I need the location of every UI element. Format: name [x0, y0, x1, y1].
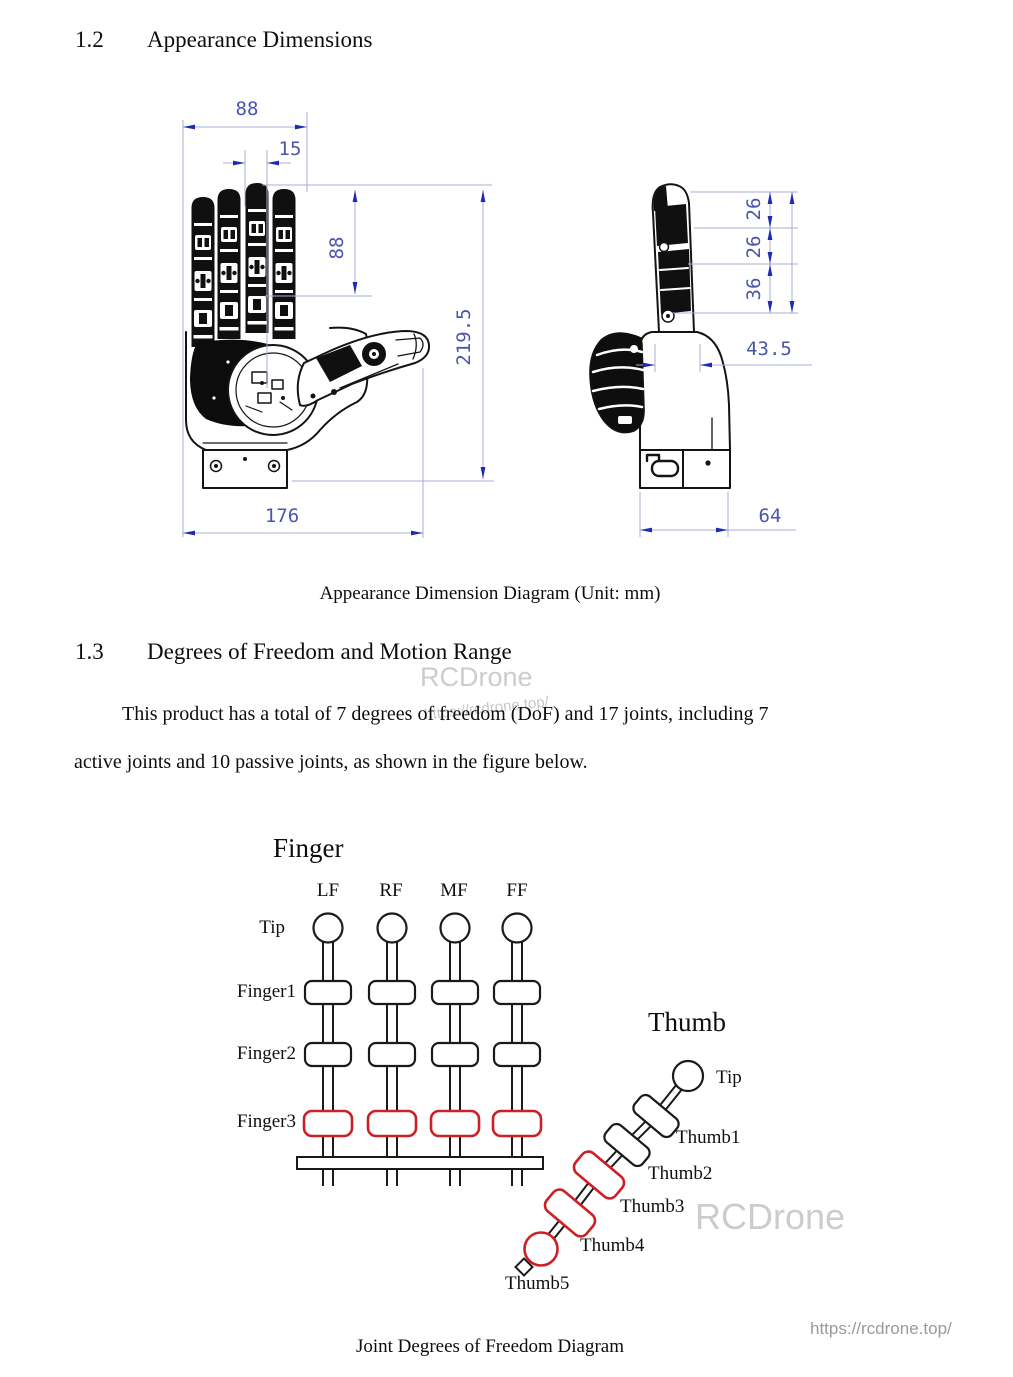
row-label-tip: Tip — [259, 917, 285, 938]
watermark-brand-bottom: RCDrone — [695, 1196, 846, 1237]
dimension-diagram-caption: Appearance Dimension Diagram (Unit: mm) — [319, 583, 661, 604]
finger-diagram-title: Finger — [273, 833, 344, 863]
section-1-3-heading: 1.3 Degrees of Freedom and Motion Range — [75, 639, 512, 665]
dim-base-depth: 64 — [758, 505, 782, 527]
thumb-label-4: Thumb4 — [580, 1235, 645, 1256]
front-view-hand — [185, 183, 431, 489]
thumb-diagram-title: Thumb — [648, 1007, 726, 1037]
joint-diagram-caption: Joint Degrees of Freedom Diagram — [355, 1336, 625, 1357]
appearance-dimension-drawing — [182, 112, 812, 538]
thumb-label-tip: Tip — [716, 1067, 742, 1088]
finger-columns — [296, 912, 544, 1188]
palm-base-bar — [296, 1156, 544, 1170]
dim-total-width: 176 — [264, 505, 300, 527]
column-label-mf: MF — [440, 880, 468, 901]
thumb-label-1: Thumb1 — [676, 1127, 741, 1148]
section-title: Appearance Dimensions — [147, 27, 373, 52]
side-view-hand — [589, 183, 731, 489]
footer-url: https://rcdrone.top/ — [810, 1319, 952, 1338]
watermark-brand: RCDrone — [420, 662, 533, 692]
row-label-finger2: Finger2 — [236, 1043, 296, 1064]
usb-port-icon — [645, 453, 680, 478]
row-label-finger1: Finger1 — [236, 981, 296, 1002]
column-label-rf: RF — [379, 880, 403, 901]
dim-finger-length: 88 — [326, 236, 348, 260]
row-label-finger3: Finger3 — [236, 1111, 296, 1132]
dim-total-height: 219.5 — [453, 308, 475, 366]
column-label-ff: FF — [506, 880, 528, 901]
section-title: Degrees of Freedom and Motion Range — [147, 639, 512, 664]
dim-thumb-reach: 43.5 — [746, 338, 792, 360]
thumb-label-2: Thumb2 — [648, 1163, 713, 1184]
front-view-dimensions — [182, 112, 494, 538]
dim-tip-segment: 26 — [743, 197, 765, 221]
thumb-label-3: Thumb3 — [620, 1196, 685, 1217]
thumb5-joint — [523, 1231, 559, 1267]
section-1-2-heading: 1.2 Appearance Dimensions — [75, 27, 372, 53]
thumb-tip-joint — [671, 1059, 705, 1093]
joint-dof-diagram — [296, 912, 705, 1277]
dim-fingers-width: 88 — [235, 98, 259, 120]
column-label-lf: LF — [316, 880, 340, 901]
thumb-chain — [514, 1059, 705, 1277]
paragraph-line-1: This product has a total of 7 degrees of… — [122, 703, 769, 725]
dim-finger-width: 15 — [278, 138, 302, 160]
side-view-dimensions — [636, 191, 812, 537]
thumb-end-diamond — [514, 1257, 534, 1277]
paragraph-line-2: active joints and 10 passive joints, as … — [74, 751, 588, 773]
dim-base-segment: 36 — [743, 277, 765, 301]
thumb-label-5: Thumb5 — [505, 1273, 570, 1294]
dim-mid-segment: 26 — [743, 235, 765, 259]
section-number: 1.2 — [75, 27, 104, 52]
section-number: 1.3 — [75, 639, 104, 664]
